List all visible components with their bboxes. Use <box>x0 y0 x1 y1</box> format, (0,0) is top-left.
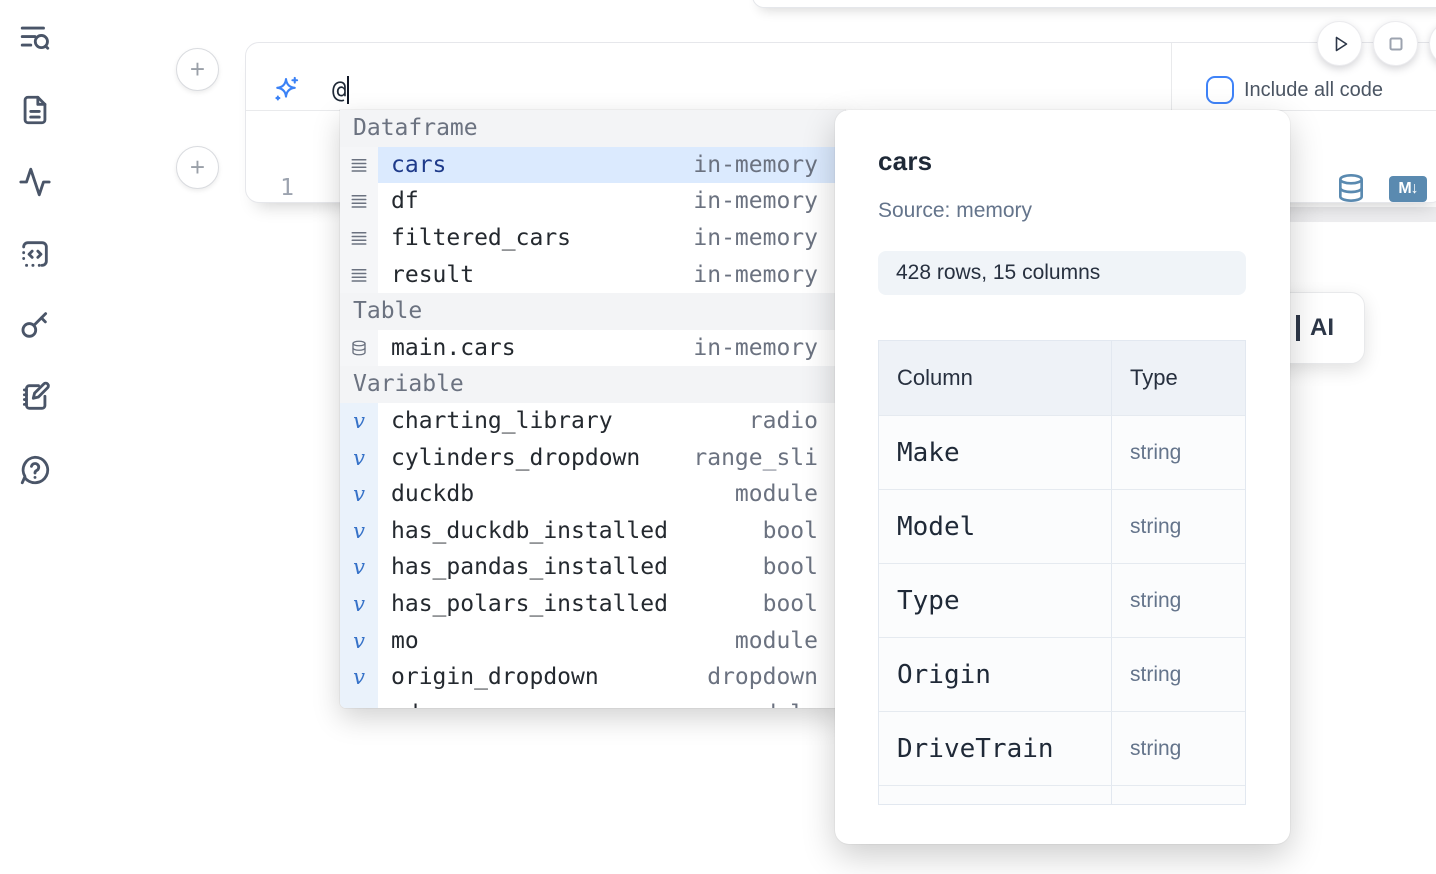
help-icon[interactable] <box>18 453 52 487</box>
schema-table: Column Type Make string Model string Typ… <box>878 340 1246 805</box>
text-cursor <box>347 76 350 104</box>
file-icon[interactable] <box>18 93 52 127</box>
schema-row: Model string <box>879 490 1245 564</box>
panel-source: Source: memory <box>878 199 1033 222</box>
variable-icon: v <box>340 622 378 659</box>
schema-row: Type string <box>879 564 1245 638</box>
section-header-table: Table <box>340 292 845 330</box>
add-cell-below-button[interactable]: + <box>176 146 219 189</box>
panel-title: cars <box>878 146 933 176</box>
variable-icon: v <box>340 439 378 476</box>
dataframe-rows-icon <box>340 256 378 293</box>
run-button[interactable] <box>1317 21 1362 66</box>
activity-icon[interactable] <box>18 165 52 199</box>
ai-prompt-text: @ <box>332 76 347 104</box>
datasource-icon[interactable] <box>1335 171 1367 205</box>
schema-header-row: Column Type <box>879 341 1245 416</box>
ai-sparkle-icon <box>272 75 300 103</box>
section-header-variable: Variable <box>340 366 845 403</box>
line-number: 1 <box>280 175 294 201</box>
ai-prompt-row: @ Include all code <box>246 43 1436 111</box>
clipped-letter-fragment <box>1296 315 1300 341</box>
dataframe-rows-icon <box>340 219 378 257</box>
divider <box>1171 43 1172 111</box>
dataframe-preview-panel: cars Source: memory 428 rows, 15 columns… <box>835 110 1290 844</box>
database-icon <box>340 329 378 367</box>
schema-row-clipped <box>879 786 1245 804</box>
variable-icon: v <box>340 402 378 440</box>
shape-badge: 428 rows, 15 columns <box>878 251 1246 295</box>
type-header: Type <box>1130 365 1178 390</box>
variable-icon: v <box>340 512 378 550</box>
schema-row: Make string <box>879 416 1245 490</box>
variable-icon: v <box>340 475 378 513</box>
secrets-key-icon[interactable] <box>18 308 52 342</box>
snippets-code-icon[interactable] <box>18 237 52 271</box>
section-header-dataframe: Dataframe <box>340 110 845 147</box>
schema-row: Origin string <box>879 638 1245 712</box>
variable-icon: v <box>340 695 378 708</box>
include-all-code-label: Include all code <box>1244 79 1383 101</box>
ai-prompt-input[interactable]: @ <box>332 73 632 107</box>
previous-cell-fragment <box>752 0 1436 8</box>
table-of-contents-search-icon[interactable] <box>18 21 52 55</box>
column-header: Column <box>879 341 1112 415</box>
scratchpad-icon[interactable] <box>18 380 52 414</box>
markdown-convert-icon[interactable]: M↓ <box>1389 176 1427 202</box>
ai-button-label: AI <box>1310 314 1334 341</box>
stop-button[interactable] <box>1373 21 1418 66</box>
variable-icon: v <box>340 658 378 696</box>
schema-row: DriveTrain string <box>879 712 1245 786</box>
add-cell-above-button[interactable]: + <box>176 48 219 91</box>
variable-icon: v <box>340 585 378 623</box>
autocomplete-item-clipped[interactable]: v pdmodule <box>340 695 845 708</box>
dataframe-rows-icon <box>340 146 378 184</box>
include-all-code-checkbox[interactable] <box>1206 76 1234 104</box>
variable-icon: v <box>340 549 378 586</box>
dataframe-rows-icon <box>340 183 378 220</box>
